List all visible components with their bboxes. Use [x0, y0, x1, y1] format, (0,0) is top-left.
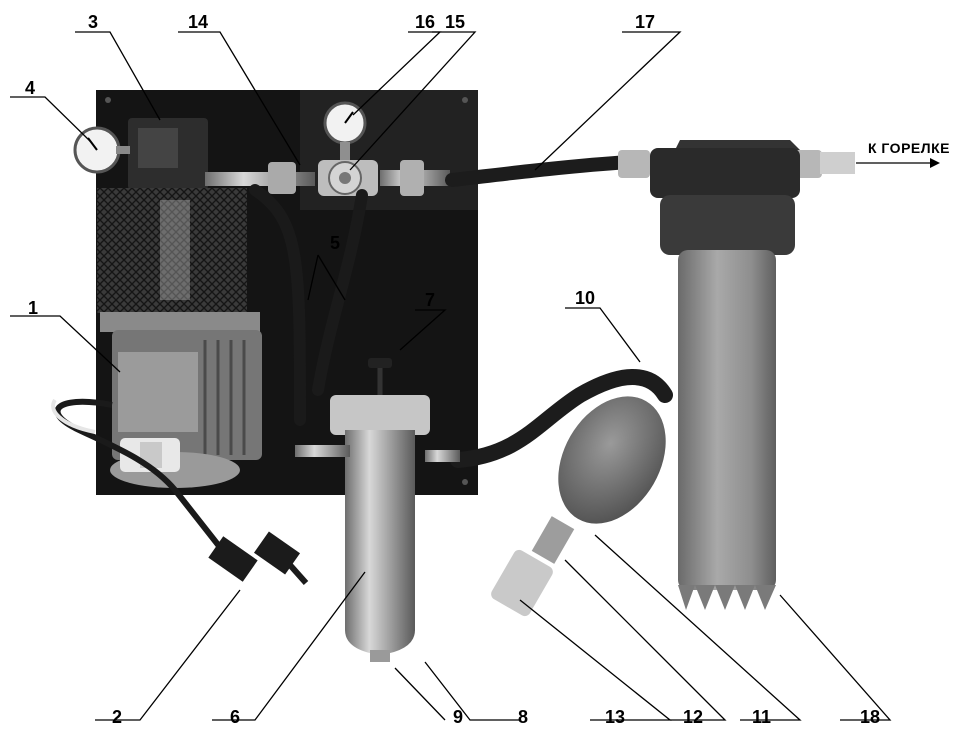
suction-hose — [450, 369, 673, 468]
label-10: 10 — [575, 288, 595, 308]
label-9: 9 — [453, 707, 463, 727]
label-4: 4 — [25, 78, 35, 98]
label-15: 15 — [445, 12, 465, 32]
label-11: 11 — [752, 707, 771, 727]
label-14: 14 — [188, 12, 208, 32]
pressure-line — [205, 160, 450, 196]
accumulator-bulb — [558, 396, 666, 524]
leader-lines — [10, 31, 940, 721]
outlet-hose — [445, 155, 637, 187]
label-1: 1 — [28, 298, 38, 318]
pump — [128, 118, 208, 190]
label-13: 13 — [605, 707, 625, 727]
label-12: 12 — [683, 707, 703, 727]
label-7: 7 — [425, 290, 435, 310]
label-6: 6 — [230, 707, 240, 727]
fine-filter-housing — [618, 140, 855, 610]
coarse-filter — [295, 358, 460, 662]
pressure-regulator-valve — [318, 160, 378, 196]
callout-labels: 1 2 3 4 5 6 7 8 9 10 11 12 13 14 15 16 1… — [25, 12, 950, 727]
label-5: 5 — [330, 233, 340, 253]
label-18: 18 — [860, 707, 880, 727]
label-3: 3 — [88, 12, 98, 32]
power-cable — [51, 398, 233, 562]
destination-label: К ГОРЕЛКЕ — [868, 140, 950, 156]
label-17: 17 — [635, 12, 655, 32]
mesh-coupling-guard — [97, 188, 247, 313]
label-2: 2 — [112, 707, 122, 727]
electric-motor — [100, 312, 262, 488]
label-8: 8 — [518, 707, 528, 727]
return-hoses — [249, 184, 368, 426]
label-16: 16 — [415, 12, 435, 32]
power-plug-connector — [208, 531, 309, 585]
suction-strainer — [491, 516, 575, 617]
